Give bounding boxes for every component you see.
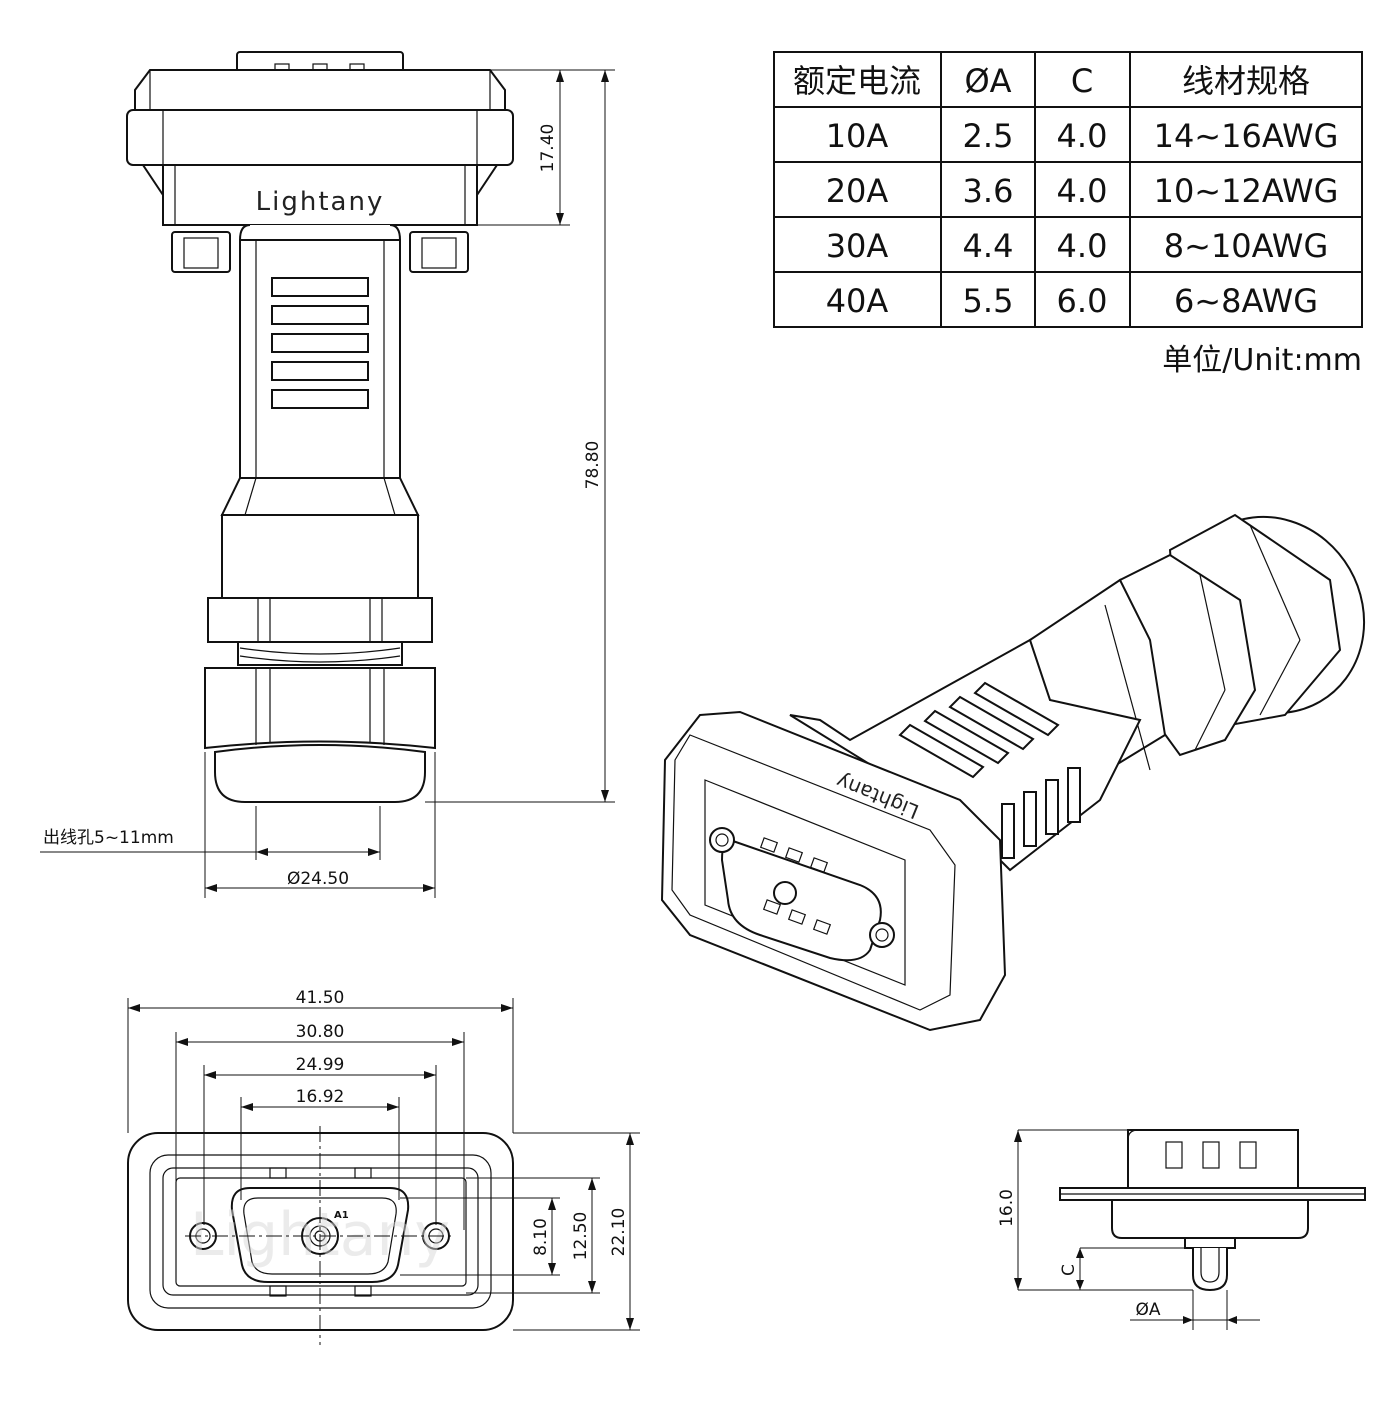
- dim-height-shell: 12.50: [571, 1212, 591, 1261]
- table-header-current: 额定电流: [793, 62, 921, 100]
- pin-body-bottom: [1111, 1199, 1309, 1239]
- brand-text: Lightany: [256, 187, 385, 217]
- gland-body: [221, 514, 419, 599]
- screw-lug-inner: [183, 237, 219, 269]
- dim-height-outer: 22.10: [609, 1208, 629, 1257]
- dim-height-inner: 8.10: [531, 1218, 551, 1256]
- dim-nut-diameter: Ø24.50: [287, 869, 349, 889]
- dim-pin-height: 16.0: [997, 1189, 1017, 1227]
- spec-table: 额定电流 ØA C 线材规格 10A 2.5 4.0 14~16AWG 20A …: [773, 51, 1363, 378]
- front-view: A1 Lightany 41.50 30.80 24.99: [127, 988, 640, 1345]
- pin-slot: [1239, 1141, 1257, 1169]
- wedge: [476, 164, 499, 199]
- table-cell: 4.0: [1057, 227, 1108, 265]
- iso-vent-slot: [1023, 791, 1037, 847]
- table-cell: 30A: [826, 227, 889, 265]
- table-cell: 3.6: [963, 172, 1014, 210]
- dim-width-inner: 16.92: [296, 1087, 345, 1107]
- dim-diameter-a: ØA: [1135, 1300, 1160, 1320]
- table-cell: 5.5: [963, 282, 1014, 320]
- table-border: [773, 51, 1363, 328]
- dim-width-outer: 41.50: [296, 988, 345, 1008]
- table-cell: 4.4: [963, 227, 1014, 265]
- vent-slot: [271, 389, 369, 409]
- iso-flange: [660, 710, 1007, 1032]
- screw-lug-right: [409, 231, 469, 273]
- table-cell: 10A: [826, 117, 889, 155]
- upper-flange: [134, 69, 506, 111]
- iso-vent-slot: [1067, 767, 1081, 823]
- pin-slot: [1165, 1141, 1183, 1169]
- table-cell: 8~10AWG: [1164, 227, 1328, 265]
- dim-total-length: 78.80: [583, 441, 603, 490]
- table-cell: 20A: [826, 172, 889, 210]
- screw-lug-left: [171, 231, 231, 273]
- side-view: Lightany: [40, 51, 615, 898]
- iso-vent-slot: [1045, 779, 1059, 835]
- table-cell: 4.0: [1057, 117, 1108, 155]
- table-header-diameter: ØA: [964, 62, 1011, 100]
- dim-c: C: [1059, 1264, 1079, 1276]
- main-flange: [126, 109, 514, 166]
- iso-vent-slot: [948, 695, 1035, 751]
- pin-collar: [1184, 1237, 1236, 1249]
- iso-screw-left: [709, 827, 735, 853]
- iso-center-pin: [773, 881, 797, 905]
- table-cell: 6.0: [1057, 282, 1108, 320]
- dim-width-shell: 24.99: [296, 1055, 345, 1075]
- dim-cable-hole: 出线孔5~11mm: [43, 828, 174, 848]
- dome-cap: [214, 744, 426, 803]
- iso-vent-slot: [973, 681, 1060, 737]
- taper: [220, 477, 420, 516]
- iso-vent-slot: [923, 709, 1010, 765]
- unit-note: 单位/Unit:mm: [1162, 343, 1362, 378]
- pin-body-top: [1127, 1129, 1299, 1189]
- vent-slot: [271, 361, 369, 381]
- vent-slot: [271, 333, 369, 353]
- wedge: [141, 164, 164, 199]
- isometric-view: Lightany: [660, 513, 1366, 1032]
- table-cell: 4.0: [1057, 172, 1108, 210]
- iso-screw-right: [869, 922, 895, 948]
- hex-nut: [207, 597, 433, 643]
- table-header-wire: 线材规格: [1182, 62, 1310, 100]
- dim-top-height: 17.40: [538, 124, 558, 173]
- table-cell: 10~12AWG: [1154, 172, 1339, 210]
- cap-nut: [204, 667, 436, 750]
- screw-lug-inner: [421, 237, 457, 269]
- table-cell: 6~8AWG: [1174, 282, 1318, 320]
- pin-label: A1: [334, 1210, 349, 1221]
- table-header-c: C: [1071, 62, 1093, 100]
- dim-width-mount: 30.80: [296, 1022, 345, 1042]
- iso-vent-slot: [898, 723, 985, 779]
- solder-cup: [1192, 1248, 1228, 1292]
- handle-body: [239, 239, 401, 479]
- table-cell: 40A: [826, 282, 889, 320]
- vent-slot: [271, 277, 369, 297]
- table-cell: 2.5: [963, 117, 1014, 155]
- iso-vent-slot: [1001, 803, 1015, 859]
- pin-detail-view: 16.0 C ØA: [997, 1129, 1366, 1330]
- table-cell: 14~16AWG: [1154, 117, 1339, 155]
- vent-slot: [271, 305, 369, 325]
- pin-slot: [1202, 1141, 1220, 1169]
